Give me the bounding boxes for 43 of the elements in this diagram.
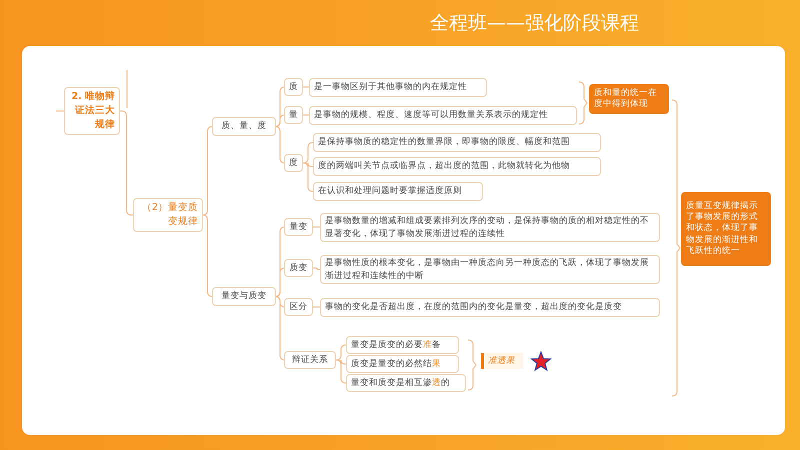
- branch-box: 是事物的规模、程度、速度等可以用数量关系表示的规定性: [309, 106, 577, 125]
- branch-box: 质: [284, 78, 303, 96]
- connector-line: [302, 86, 310, 88]
- connector-line: [302, 142, 314, 164]
- summary-box: 质量互变规律揭示了事物发展的形式和状态，体现了事物发展的渐进性和飞跃性的统一: [681, 192, 771, 266]
- branch-box: 量变: [284, 218, 313, 236]
- branch-box: 质变: [284, 259, 313, 277]
- branch-box: 是保持事物质的稳定性的数量界限，即事物的限度、幅度和范围: [313, 133, 601, 152]
- branch-box: 是事物性质的根本变化，是事物由一种质态向另一种质态的飞跃，体现了事物发展渐进过程和连续性的中断: [320, 255, 660, 284]
- note-label: 准透果: [481, 353, 523, 369]
- branch-box: 辩证关系: [284, 351, 336, 369]
- connector-line: [312, 306, 320, 308]
- connector-line: [302, 162, 314, 192]
- connector-line: [302, 162, 314, 167]
- topic-box: 2. 唯物辩证法三大规律: [64, 87, 120, 135]
- branch-box: 在认识和处理问题时要掌握适度原则: [313, 182, 483, 201]
- branch-box: 度的两端叫关节点或临界点，超出度的范围，此物就转化为他物: [313, 157, 601, 176]
- branch-box: 度: [284, 154, 303, 172]
- connector-line: [336, 360, 346, 364]
- branch-box: 是事物数量的增减和组成要素排列次序的变动，是保持事物的质的相对稳定性的不显著变化，体现了事物发展渐进过程的连续性: [320, 213, 660, 242]
- connector-line: [202, 214, 213, 297]
- branch-box: 量变和质变是相互渗透的: [346, 374, 466, 392]
- branch-box: 质、量、度: [212, 117, 276, 136]
- connector-line: [312, 268, 320, 270]
- branch-box: 质变是量变的必然结果: [346, 355, 459, 373]
- connector-line: [274, 268, 286, 297]
- connector-line: [302, 114, 310, 116]
- connector-line: [336, 344, 346, 360]
- connector-line: [274, 126, 286, 164]
- connector-line: [274, 114, 286, 127]
- connector-line: [202, 126, 213, 216]
- summary-box: 质和量的统一在度中得到体现: [589, 84, 669, 114]
- branch-box: 量: [284, 106, 303, 124]
- connector-line: [274, 296, 286, 360]
- branch-box: 事物的变化是否超出度，在度的范围内的变化是量变，超出度的变化是质变: [320, 298, 660, 317]
- branch-box: 区分: [284, 298, 313, 316]
- branch-box: 量变是质变的必要准备: [346, 336, 459, 354]
- branch-box: 是一事物区别于其他事物的内在规定性: [309, 78, 487, 97]
- branch-box: 量变与质变: [212, 287, 276, 306]
- connector-line: [312, 226, 320, 228]
- page-title: 全程班——强化阶段课程: [430, 11, 639, 36]
- connector-line: [336, 360, 346, 384]
- topic-box: （2）量变质变规律: [133, 198, 203, 232]
